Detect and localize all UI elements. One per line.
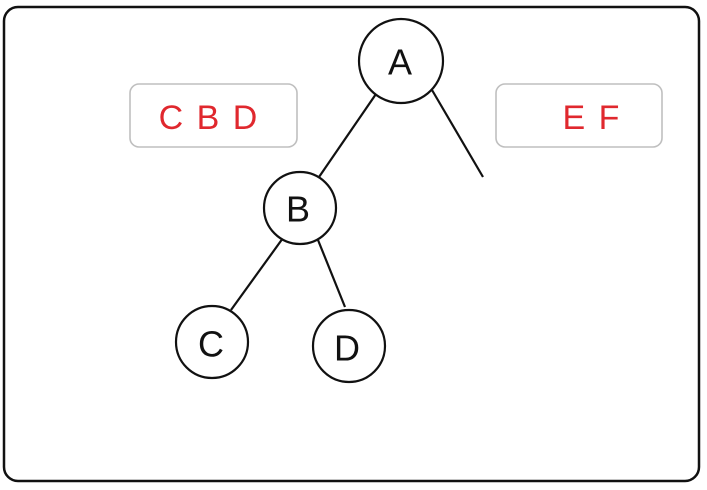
- edge-a-right: [431, 89, 484, 178]
- right-subtree-box: E F: [495, 83, 663, 148]
- node-label: B: [286, 189, 310, 230]
- box-text: C B D: [159, 99, 260, 137]
- node-label: D: [334, 328, 360, 369]
- node-label: C: [198, 324, 224, 365]
- box-text: E F: [563, 99, 622, 137]
- node-circle: [174, 304, 250, 380]
- node-circle: [311, 308, 387, 384]
- edge-b-c: [230, 237, 284, 311]
- node-circle: [357, 17, 445, 105]
- node-label: A: [388, 42, 412, 83]
- diagram-frame: [2, 5, 701, 483]
- tree-node-d: D: [311, 308, 387, 384]
- tree-node-b: B: [262, 170, 338, 246]
- left-subtree-box: C B D: [129, 83, 298, 148]
- tree-node-a: A: [357, 17, 445, 105]
- node-circle: [262, 170, 338, 246]
- box-outline: [495, 83, 663, 148]
- tree-node-c: C: [174, 304, 250, 380]
- edge-b-d: [316, 239, 347, 308]
- box-outline: [129, 83, 298, 148]
- edge-a-b: [318, 93, 377, 178]
